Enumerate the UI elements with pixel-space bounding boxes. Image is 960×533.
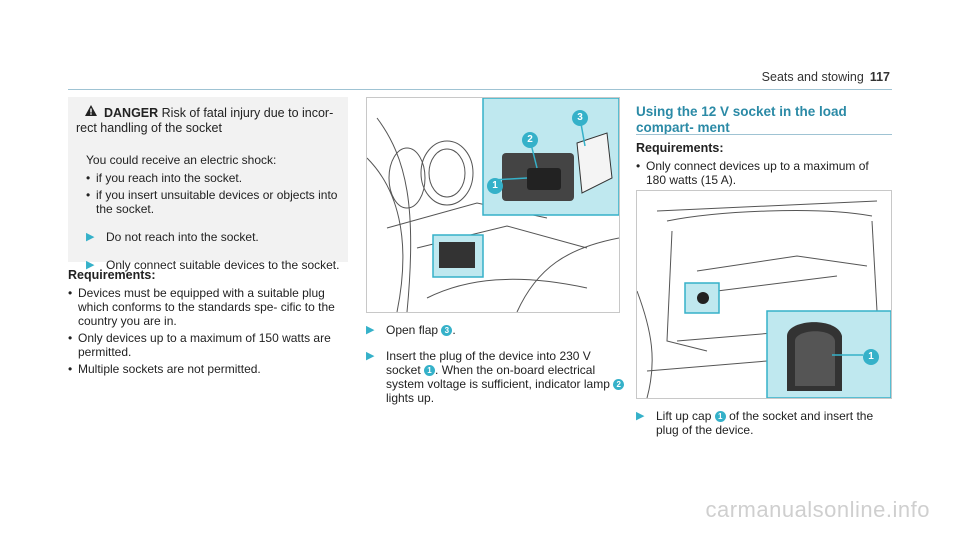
step-arrow-icon: ▶ <box>86 259 95 271</box>
steps-12v: ▶ Lift up cap 1 of the socket and insert… <box>636 409 892 437</box>
danger-intro: You could receive an electric shock: <box>86 153 277 167</box>
danger-bullets: if you reach into the socket. if you ins… <box>86 171 344 216</box>
list-item: Only devices up to a maximum of 150 watt… <box>68 331 348 359</box>
callout-badge: 2 <box>613 379 625 390</box>
warning-triangle-icon <box>84 104 100 121</box>
step-arrow-icon: ▶ <box>636 410 645 422</box>
requirements-title: Requirements: <box>636 141 724 155</box>
watermark: carmanualsonline.info <box>705 497 930 522</box>
callout-3: 3 <box>572 108 588 126</box>
requirements-title: Requirements: <box>68 268 156 282</box>
requirements-block: Requirements: Only connect devices up to… <box>636 141 892 190</box>
requirements-list: Only connect devices up to a maximum of … <box>636 159 892 187</box>
section-title: Using the 12 V socket in the load compar… <box>636 104 847 135</box>
instruction-step: ▶ Insert the plug of the device into 230… <box>366 349 628 405</box>
danger-label: DANGER <box>104 106 159 120</box>
callout-badge: 1 <box>714 411 726 422</box>
danger-body: You could receive an electric shock: if … <box>86 153 344 272</box>
socket-illustration <box>367 98 619 312</box>
list-item: Only connect devices up to a maximum of … <box>636 159 892 187</box>
danger-heading: DANGER Risk of fatal injury due to incor… <box>76 104 344 136</box>
figure-230v-socket: 1 2 3 <box>366 97 620 313</box>
callout-2: 2 <box>522 130 538 148</box>
step-arrow-icon: ▶ <box>366 350 375 362</box>
page-number: 117 <box>869 70 890 84</box>
instruction-step: ▶ Do not reach into the socket. <box>86 230 344 244</box>
figure-12v-socket: 1 <box>636 190 892 399</box>
callout-badge: 1 <box>424 365 436 376</box>
list-item: if you insert unsuitable devices or obje… <box>86 188 344 216</box>
requirements-block: Requirements: Devices must be equipped w… <box>68 268 348 379</box>
step-text: Only connect suitable devices to the soc… <box>106 258 340 272</box>
danger-text: Risk of fatal injury due to incor- rect … <box>76 106 334 135</box>
list-item: Multiple sockets are not permitted. <box>68 362 348 376</box>
instruction-step: ▶ Lift up cap 1 of the socket and insert… <box>636 409 874 437</box>
callout-1: 1 <box>863 347 879 365</box>
step-arrow-icon: ▶ <box>86 231 95 243</box>
section-name: Seats and stowing <box>761 70 864 84</box>
running-header: Seats and stowing 117 <box>762 70 890 84</box>
list-item: Devices must be equipped with a suitable… <box>68 286 348 328</box>
requirements-list: Devices must be equipped with a suitable… <box>68 286 348 376</box>
header-rule <box>68 89 892 90</box>
steps-230v: ▶ Open flap 3. ▶ Insert the plug of the … <box>366 323 628 405</box>
instruction-step: ▶ Only connect suitable devices to the s… <box>86 258 344 272</box>
step-text: Do not reach into the socket. <box>106 230 259 244</box>
step-arrow-icon: ▶ <box>366 324 375 336</box>
callout-badge: 3 <box>441 325 453 336</box>
instruction-step: ▶ Open flap 3. <box>366 323 456 337</box>
list-item: if you reach into the socket. <box>86 171 344 185</box>
load-compartment-illustration <box>637 200 891 398</box>
section-rule <box>636 134 892 135</box>
callout-1: 1 <box>487 176 503 194</box>
